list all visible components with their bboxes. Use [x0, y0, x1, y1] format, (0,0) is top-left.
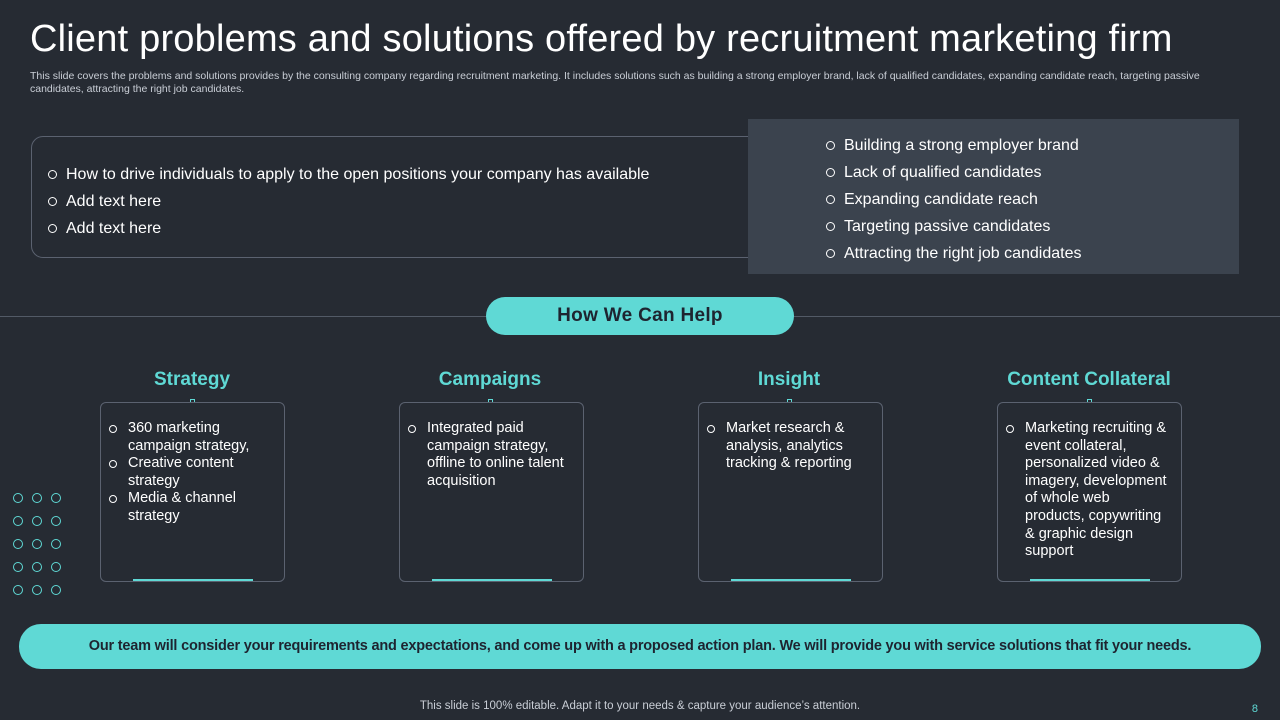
circle-bullet-icon [408, 425, 416, 433]
dot-icon [13, 516, 23, 526]
dot-icon [13, 585, 23, 595]
solutions-list: Building a strong employer brand Lack of… [826, 132, 1239, 267]
solution-item: Targeting passive candidates [826, 213, 1239, 240]
card-campaigns: Integrated paid campaign strategy, offli… [399, 402, 584, 582]
solution-item: Expanding candidate reach [826, 186, 1239, 213]
problems-list: How to drive individuals to apply to the… [48, 161, 776, 242]
circle-bullet-icon [48, 224, 57, 233]
problem-item: Add text here [48, 215, 776, 242]
call-to-action-banner: Our team will consider your requirements… [19, 624, 1261, 669]
circle-bullet-icon [48, 170, 57, 179]
card-accent-bar [133, 579, 253, 581]
dot-icon [13, 562, 23, 572]
dot-icon [51, 516, 61, 526]
card-accent-bar [731, 579, 851, 581]
circle-bullet-icon [109, 460, 117, 469]
slide-title: Client problems and solutions offered by… [30, 18, 1173, 60]
column-heading-campaigns: Campaigns [438, 369, 542, 390]
card-insight: Market research & analysis, analytics tr… [698, 402, 883, 582]
dot-icon [32, 539, 42, 549]
circle-bullet-icon [826, 249, 835, 258]
card-accent-bar [432, 579, 552, 581]
column-heading-strategy: Strategy [153, 369, 231, 390]
card-strategy: 360 marketing campaign strategy, Creativ… [100, 402, 285, 582]
circle-bullet-icon [48, 197, 57, 206]
dot-icon [32, 562, 42, 572]
circle-bullet-icon [109, 425, 117, 433]
dot-icon [13, 493, 23, 503]
dot-icon [51, 585, 61, 595]
circle-bullet-icon [826, 222, 835, 231]
card-accent-bar [1030, 579, 1150, 581]
solution-item: Attracting the right job candidates [826, 240, 1239, 267]
card-item: 360 marketing campaign strategy, [109, 420, 276, 455]
card-item: Market research & analysis, analytics tr… [707, 420, 874, 473]
dot-icon [13, 539, 23, 549]
dot-icon [51, 539, 61, 549]
problem-item: How to drive individuals to apply to the… [48, 161, 776, 188]
circle-bullet-icon [826, 141, 835, 150]
problems-box: How to drive individuals to apply to the… [31, 136, 777, 258]
dot-icon [32, 585, 42, 595]
card-list: Integrated paid campaign strategy, offli… [408, 420, 575, 490]
column-heading-content-collateral: Content Collateral [1007, 369, 1171, 390]
dot-icon [32, 516, 42, 526]
circle-bullet-icon [109, 495, 117, 504]
circle-bullet-icon [1006, 425, 1014, 433]
slide-subtitle: This slide covers the problems and solut… [30, 70, 1200, 95]
dot-icon [51, 562, 61, 572]
card-item: Integrated paid campaign strategy, offli… [408, 420, 575, 490]
problem-item: Add text here [48, 188, 776, 215]
page-number: 8 [1251, 703, 1258, 715]
card-content-collateral: Marketing recruiting & event collateral,… [997, 402, 1182, 582]
card-item: Media & channel strategy [109, 490, 276, 525]
card-item: Marketing recruiting & event collateral,… [1006, 420, 1173, 561]
dot-icon [32, 493, 42, 503]
dot-icon [51, 493, 61, 503]
footer-note: This slide is 100% editable. Adapt it to… [419, 700, 861, 712]
card-list: Market research & analysis, analytics tr… [707, 420, 874, 473]
solution-item: Lack of qualified candidates [826, 159, 1239, 186]
solution-item: Building a strong employer brand [826, 132, 1239, 159]
column-heading-insight: Insight [757, 369, 821, 390]
circle-bullet-icon [826, 168, 835, 177]
how-we-can-help-pill: How We Can Help [486, 297, 794, 335]
card-item: Creative content strategy [109, 455, 276, 490]
circle-bullet-icon [826, 195, 835, 204]
card-list: 360 marketing campaign strategy, Creativ… [109, 420, 276, 526]
card-list: Marketing recruiting & event collateral,… [1006, 420, 1173, 561]
circle-bullet-icon [707, 425, 715, 433]
solutions-box: Building a strong employer brand Lack of… [748, 119, 1239, 274]
